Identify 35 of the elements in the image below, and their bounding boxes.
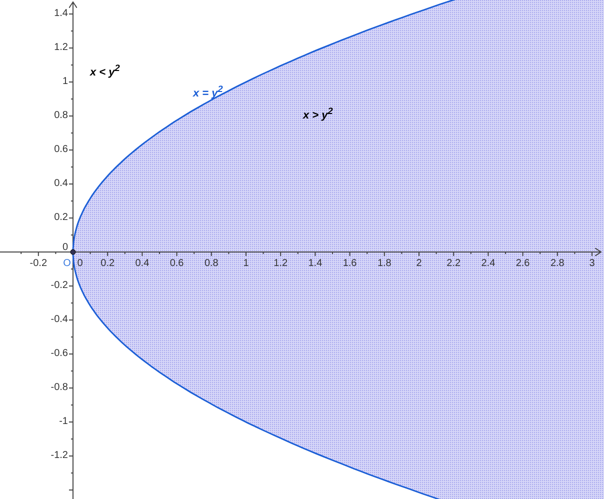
curve-label: x = y$^{2}$	[193, 83, 223, 101]
origin-label: O	[63, 258, 71, 269]
tick-label: 2	[416, 258, 422, 269]
tick-label: 1.2	[54, 42, 68, 53]
region-label: x < y$^{2}$	[90, 62, 120, 80]
tick-label: 0.2	[54, 212, 68, 223]
tick-label: 1.6	[342, 258, 357, 269]
tick-label: 0	[62, 242, 68, 253]
tick-label: 0.4	[135, 258, 150, 269]
tick-label: 0.8	[204, 258, 218, 269]
tick-label: 1.4	[308, 258, 322, 269]
tick-label: 2.4	[481, 258, 496, 269]
tick-label: 2.2	[446, 258, 461, 269]
tick-label: 1.2	[274, 258, 288, 269]
tick-label: 0.2	[100, 258, 115, 269]
tick-label: -1	[59, 416, 68, 427]
tick-label: -0.2	[30, 258, 47, 269]
tick-label: 1	[62, 76, 68, 87]
region-label: x > y$^{2}$	[303, 105, 333, 123]
tick-label: 0.6	[54, 144, 68, 155]
tick-label: 2.6	[516, 258, 530, 269]
tick-label: -0.2	[50, 280, 68, 291]
tick-label: -0.4	[50, 314, 68, 325]
tick-label: 0.8	[54, 110, 68, 121]
tick-label: -0.8	[50, 382, 68, 393]
tick-label: -0.6	[50, 348, 68, 359]
tick-label: 1.4	[54, 8, 68, 19]
tick-label: 3	[589, 258, 595, 269]
tick-label: 0.6	[170, 258, 184, 269]
tick-label: 1	[243, 258, 249, 269]
tick-label: -1.2	[50, 450, 68, 461]
tick-label: 0	[77, 258, 83, 269]
tick-label: 0.4	[54, 178, 68, 189]
tick-label: 1.8	[377, 258, 392, 269]
tick-label: 2.8	[550, 258, 564, 269]
